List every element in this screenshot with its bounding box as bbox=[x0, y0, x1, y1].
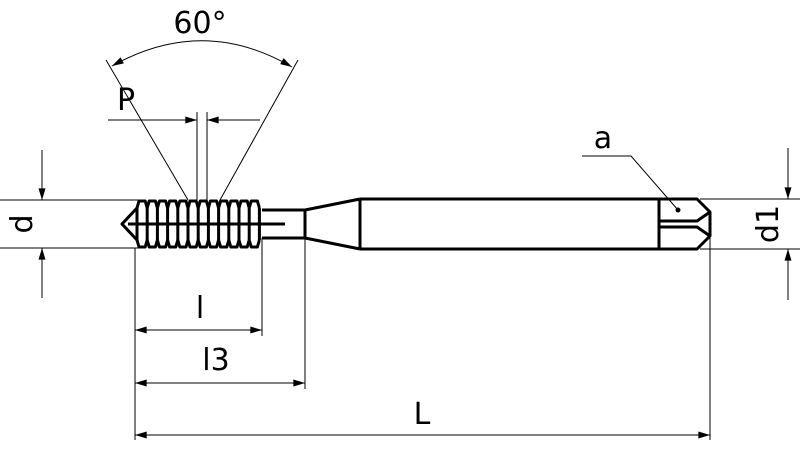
dimension-d: d bbox=[0, 150, 140, 298]
label-d: d bbox=[5, 214, 40, 233]
label-angle: 60° bbox=[173, 6, 226, 41]
angle-dimension: 60° bbox=[105, 6, 299, 201]
dimension-d1: d1 bbox=[700, 148, 800, 300]
neck bbox=[262, 208, 307, 240]
label-a: a bbox=[594, 121, 612, 156]
label-l3: l3 bbox=[202, 343, 229, 378]
label-l: l bbox=[196, 291, 204, 326]
label-p: P bbox=[117, 83, 135, 118]
chamfer-tip bbox=[120, 206, 139, 242]
tap-body bbox=[120, 197, 712, 251]
length-dimensions: l l3 L bbox=[134, 236, 711, 440]
label-L: L bbox=[414, 397, 431, 432]
leader-a: a bbox=[582, 121, 679, 211]
shank bbox=[358, 197, 712, 251]
pitch-dimension: P bbox=[108, 83, 260, 200]
thread-profile-bottom bbox=[135, 238, 261, 249]
thread-profile-top bbox=[135, 199, 261, 210]
label-d1: d1 bbox=[751, 205, 786, 243]
neck-cone bbox=[304, 197, 361, 251]
square-drive bbox=[657, 199, 711, 249]
